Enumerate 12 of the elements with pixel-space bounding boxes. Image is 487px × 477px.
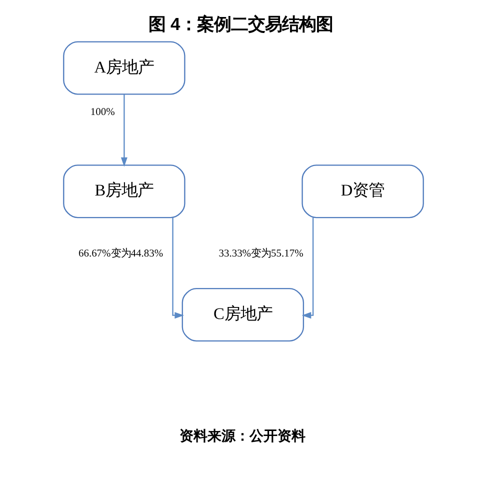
- edge-label: 33.33%变为55.17%: [218, 248, 304, 260]
- node-box: C房地产: [182, 288, 304, 342]
- arrow: [302, 218, 314, 319]
- edge-label: 100%: [90, 106, 115, 118]
- diagram-title: 图 4：案例二交易结构图: [148, 14, 334, 34]
- caption: 资料来源：公开资料: [179, 428, 306, 444]
- edge-label: 66.67%变为44.83%: [78, 248, 164, 260]
- arrow: [172, 218, 184, 319]
- node-box: D资管: [302, 164, 424, 218]
- node-box: B房地产: [63, 164, 186, 218]
- node-box: A房地产: [63, 41, 186, 95]
- arrow: [120, 94, 128, 167]
